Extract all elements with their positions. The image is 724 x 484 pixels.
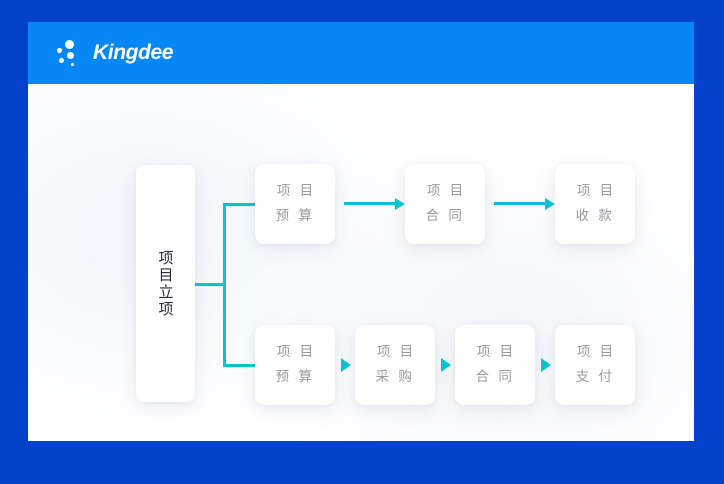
- branch-upper-arm-icon: [223, 203, 255, 206]
- kingdee-dots-icon: [56, 39, 84, 67]
- branch-spine-icon: [223, 203, 226, 367]
- flowchart-canvas: 项目立项 项 目 预 算 项 目 合 同 项 目 收 款 项 目 预 算: [28, 84, 694, 441]
- node-bottom-budget[interactable]: 项 目 预 算: [255, 325, 335, 405]
- node-label: 项 目 支 付: [575, 344, 616, 385]
- node-label: 项目立项: [156, 249, 175, 318]
- triangle-right-icon: [541, 358, 551, 372]
- node-label: 项 目 收 款: [575, 183, 616, 224]
- node-project-initiation[interactable]: 项目立项: [136, 165, 195, 402]
- node-bottom-payment[interactable]: 项 目 支 付: [555, 325, 635, 405]
- node-top-budget[interactable]: 项 目 预 算: [255, 164, 335, 244]
- node-bottom-purchase[interactable]: 项 目 采 购: [355, 325, 435, 405]
- triangle-right-icon: [341, 358, 351, 372]
- node-label: 项 目 合 同: [475, 344, 516, 385]
- node-top-receipt[interactable]: 项 目 收 款: [555, 164, 635, 244]
- node-label: 项 目 合 同: [425, 183, 466, 224]
- node-label: 项 目 预 算: [275, 344, 316, 385]
- node-top-contract[interactable]: 项 目 合 同: [405, 164, 485, 244]
- branch-lower-arm-icon: [223, 364, 255, 367]
- branch-bracket-icon: [195, 283, 226, 286]
- node-label: 项 目 预 算: [275, 183, 316, 224]
- node-bottom-contract[interactable]: 项 目 合 同: [455, 325, 535, 405]
- brand-logo[interactable]: Kingdee: [56, 36, 173, 70]
- node-label: 项 目 采 购: [375, 344, 416, 385]
- triangle-right-icon: [441, 358, 451, 372]
- app-header: Kingdee: [28, 22, 694, 84]
- content-card: Kingdee 项目立项 项 目 预 算 项 目 合 同: [28, 22, 694, 441]
- arrow-right-icon: [494, 197, 555, 210]
- arrow-right-icon: [344, 197, 405, 210]
- brand-name: Kingdee: [93, 41, 174, 64]
